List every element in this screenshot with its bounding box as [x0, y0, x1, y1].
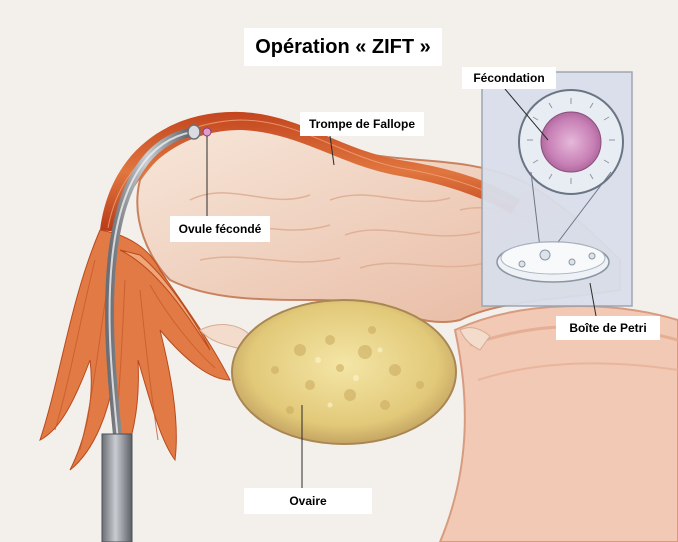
uterine-tissue [438, 305, 678, 542]
ovary-shape [199, 299, 491, 445]
fertilized-egg [202, 127, 212, 137]
label-fallopian-tube: Trompe de Fallope [300, 112, 424, 136]
diagram-title: Opération « ZIFT » [244, 28, 442, 66]
laparoscope-instrument [101, 124, 201, 542]
label-fertilized-egg: Ovule fécondé [170, 216, 270, 242]
inset-panel [481, 71, 633, 307]
leader-lines [206, 88, 597, 488]
label-fecondation: Fécondation [462, 67, 556, 89]
label-petri-dish: Boîte de Petri [556, 316, 660, 340]
label-ovary: Ovaire [244, 488, 372, 514]
